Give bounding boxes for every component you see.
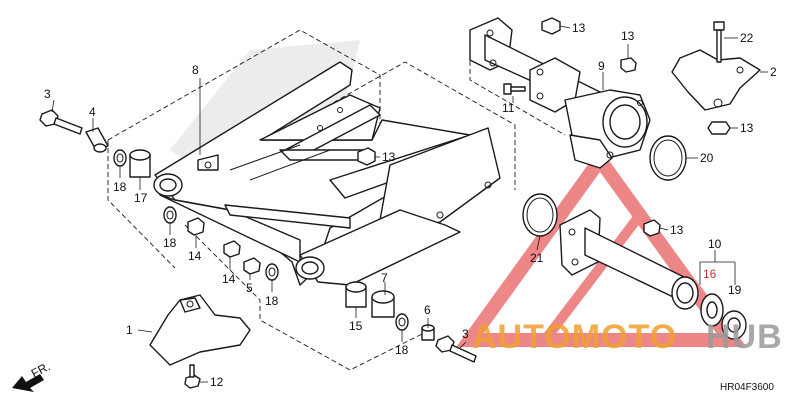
seal-18-b-inner: [166, 210, 174, 220]
callout-7: 7: [381, 271, 388, 285]
nut-14-b: [223, 240, 241, 258]
bolt-3-left: [39, 109, 83, 135]
bolt-11: [503, 83, 526, 95]
diagram-code: HR04F3600: [720, 382, 774, 393]
callout-19: 19: [728, 283, 742, 297]
guard-plate: [149, 294, 251, 366]
nut-13-right: [707, 121, 731, 135]
callout-3-right: 3: [462, 327, 469, 341]
pivot-housing: [469, 17, 651, 169]
bracket: [671, 49, 761, 111]
callout-5: 5: [246, 281, 253, 295]
seal-18-c: [265, 263, 279, 281]
o-ring-20: [649, 135, 687, 181]
watermark-automoto: AUTOMOTO: [472, 318, 677, 356]
collar-4: [85, 127, 109, 153]
swingarm-frame: [153, 61, 501, 286]
nut-13-top: [541, 17, 561, 35]
nut-13-frame: [357, 147, 376, 166]
nut-5: [243, 257, 261, 275]
callout-18-d: 18: [395, 343, 409, 357]
callout-13-pivot: 13: [621, 29, 635, 43]
callout-18-a: 18: [113, 180, 127, 194]
callout-13-right: 13: [740, 121, 754, 135]
front-direction-label: FR.: [29, 359, 53, 380]
seal-18-d: [395, 313, 409, 331]
seal-18-b: [163, 206, 177, 224]
callout-15: 15: [349, 319, 363, 333]
o-ring-20-inner: [653, 139, 683, 177]
watermark-hub: HUB: [706, 318, 783, 356]
frame-group-outline-left: [107, 140, 176, 269]
bolt-3-right: [435, 335, 477, 363]
pipe-collar: [559, 209, 747, 340]
callout-10: 10: [708, 237, 722, 251]
callout-12: 12: [210, 375, 224, 389]
callout-3-left: 3: [44, 87, 51, 101]
callout-8: 8: [192, 63, 199, 77]
bottom-group-outline: [184, 224, 431, 371]
seal-18-d-inner: [398, 317, 406, 327]
callout-2: 2: [770, 65, 777, 79]
watermark-text: AUTOMOTO HUB: [472, 318, 783, 356]
nut-13-collar: [643, 219, 661, 237]
callout-14-a: 14: [188, 249, 202, 263]
bolt-12: [184, 364, 201, 389]
callout-9: 9: [598, 59, 605, 73]
callout-18-b: 18: [163, 236, 177, 250]
callout-13-frame: 13: [382, 150, 396, 164]
callout-11: 11: [502, 101, 515, 115]
callout-6: 6: [424, 303, 431, 317]
seal-18-c-inner: [268, 267, 276, 277]
callout-13-top: 13: [572, 21, 586, 35]
collar-7: [371, 290, 395, 318]
o-ring-21-inner: [526, 197, 554, 233]
callout-18-c: 18: [265, 294, 279, 308]
front-direction-arrow: [12, 374, 44, 392]
callout-4: 4: [89, 105, 96, 119]
nut-13-pivot: [620, 57, 637, 73]
callout-1: 1: [126, 323, 133, 337]
o-ring-21: [522, 193, 558, 237]
leader-lines: [51, 25, 768, 383]
callout-13-collar: 13: [670, 223, 684, 237]
callout-20: 20: [700, 151, 714, 165]
bearing-15: [345, 281, 367, 308]
callout-14-b: 14: [222, 272, 236, 286]
seal-18-a-inner: [116, 153, 124, 163]
callout-21: 21: [530, 251, 544, 265]
callout-17: 17: [134, 191, 148, 205]
callout-22: 22: [740, 31, 754, 45]
callout-labels: 3 4 8 13 13 9 11 13 22 2 13 20 13 21 10 …: [44, 21, 777, 389]
bearing-17: [129, 149, 151, 178]
nut-14-a: [187, 217, 205, 236]
seal-18-a: [113, 149, 127, 167]
bolt-22: [713, 21, 725, 63]
frame-group-outline: [107, 29, 381, 141]
callout-16: 16: [703, 267, 717, 281]
